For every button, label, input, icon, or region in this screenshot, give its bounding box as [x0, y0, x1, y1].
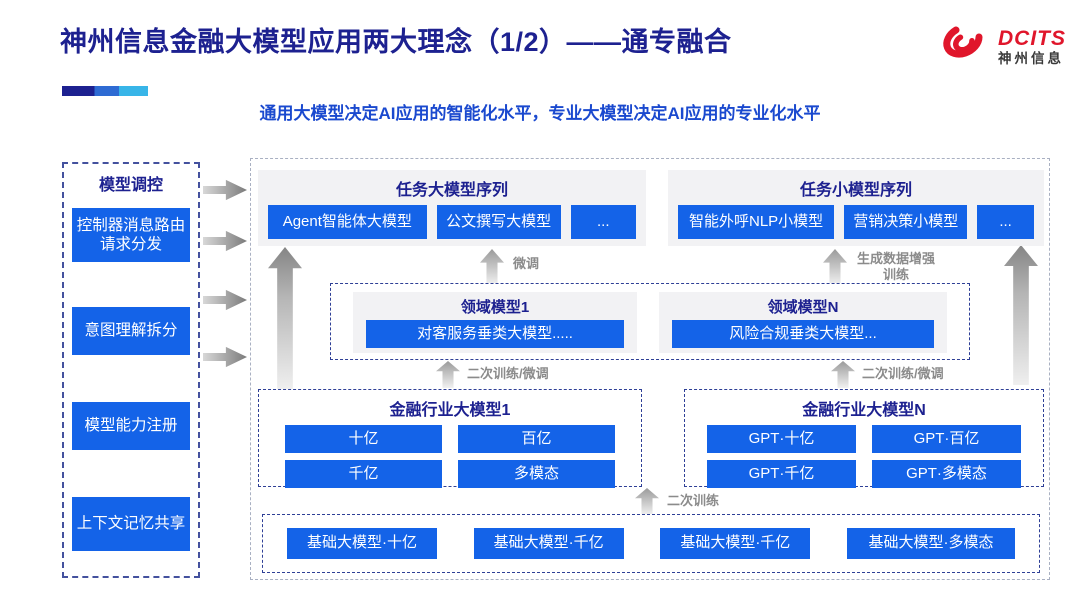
box-base-model-hundred-billion-2: 基础大模型·千亿 — [660, 528, 811, 559]
box-customer-service-vertical-model: 对客服务垂类大模型..... — [366, 320, 624, 348]
box-base-model-multimodal: 基础大模型·多模态 — [846, 528, 1015, 559]
domain-model-n-title: 领域模型N — [767, 299, 839, 316]
domain-model-1-title: 领域模型1 — [460, 299, 530, 316]
sidebar-title: 模型调控 — [98, 177, 163, 194]
label-retrain-finetune-left: 二次训练/微调 — [467, 366, 549, 381]
panel-task-small-title: 任务小模型序列 — [799, 182, 912, 199]
label-gen-data-training: 生成数据增强训练 — [856, 251, 935, 283]
box-gpt-billion: GPT·十亿 — [707, 425, 856, 453]
logo-brand-cn: 神州信息 — [998, 50, 1064, 66]
box-multimodal: 多模态 — [458, 460, 615, 488]
box-gpt-multimodal: GPT·多模态 — [872, 460, 1021, 488]
right-arrow-icon-4 — [203, 346, 247, 368]
sidebar-item-context-memory: 上下文记忆共享 — [72, 497, 190, 551]
panel-task-small-models: 任务小模型序列 智能外呼NLP小模型 营销决策小模型 ... — [668, 170, 1044, 246]
sidebar-item-controller-routing: 控制器消息路由请求分发 — [72, 208, 190, 262]
panel-domain-model-1: 领域模型1 对客服务垂类大模型..... — [353, 292, 637, 353]
right-arrow-icon-2 — [203, 230, 247, 252]
subtitle: 通用大模型决定AI应用的智能化水平，专业大模型决定AI应用的专业化水平 — [259, 104, 821, 123]
label-finetune: 微调 — [513, 256, 540, 271]
base-models-container: 基础大模型·十亿 基础大模型·千亿 基础大模型·千亿 基础大模型·多模态 — [262, 514, 1040, 573]
box-document-writing-large-model: 公文撰写大模型 — [436, 205, 561, 239]
sidebar-item-capability-registry: 模型能力注册 — [72, 402, 190, 450]
box-billion: 十亿 — [285, 425, 442, 453]
panel-task-large-models: 任务大模型序列 Agent智能体大模型 公文撰写大模型 ... — [258, 170, 646, 246]
panel-domain-model-n: 领域模型N 风险合规垂类大模型... — [659, 292, 947, 353]
domain-models-container: 领域模型1 对客服务垂类大模型..... 领域模型N 风险合规垂类大模型... — [330, 283, 970, 360]
industry-model-1-title: 金融行业大模型1 — [389, 402, 511, 419]
box-base-model-hundred-billion-1: 基础大模型·千亿 — [473, 528, 624, 559]
box-marketing-decision-small-model: 营销决策小模型 — [844, 205, 968, 239]
label-retrain-finetune-right: 二次训练/微调 — [862, 366, 944, 381]
box-hundred-billion: 千亿 — [285, 460, 442, 488]
label-retrain: 二次训练 — [667, 493, 720, 508]
right-arrow-icon-1 — [203, 179, 247, 201]
industry-model-n-title: 金融行业大模型N — [802, 402, 926, 419]
logo-brand: DCITS — [998, 26, 1066, 50]
box-ten-billion: 百亿 — [458, 425, 615, 453]
logo-swirl-icon — [936, 22, 992, 73]
box-task-small-ellipsis: ... — [977, 205, 1034, 239]
box-gpt-ten-billion: GPT·百亿 — [872, 425, 1021, 453]
title-accent-bar — [62, 86, 148, 96]
box-gpt-hundred-billion: GPT·千亿 — [707, 460, 856, 488]
box-agent-large-model: Agent智能体大模型 — [268, 205, 427, 239]
panel-industry-model-n: 金融行业大模型N GPT·十亿 GPT·百亿 GPT·千亿 GPT·多模态 — [684, 389, 1044, 488]
logo-text: DCITS 神州信息 — [998, 26, 1066, 66]
logo: DCITS 神州信息 — [936, 16, 1076, 78]
panel-industry-model-1: 金融行业大模型1 十亿 百亿 千亿 多模态 — [258, 389, 642, 488]
panel-task-large-title: 任务大模型序列 — [395, 182, 508, 199]
box-outbound-nlp-small-model: 智能外呼NLP小模型 — [678, 205, 835, 239]
box-risk-compliance-vertical-model: 风险合规垂类大模型... — [672, 320, 934, 348]
sidebar-item-intent-parsing: 意图理解拆分 — [72, 307, 190, 355]
page-title: 神州信息金融大模型应用两大理念（1/2）——通专融合 — [60, 27, 732, 57]
model-control-panel: 模型调控 控制器消息路由请求分发 意图理解拆分 模型能力注册 上下文记忆共享 — [62, 162, 200, 578]
box-task-large-ellipsis: ... — [570, 205, 636, 239]
right-arrow-icon-3 — [203, 289, 247, 311]
box-base-model-billion: 基础大模型·十亿 — [287, 528, 437, 559]
